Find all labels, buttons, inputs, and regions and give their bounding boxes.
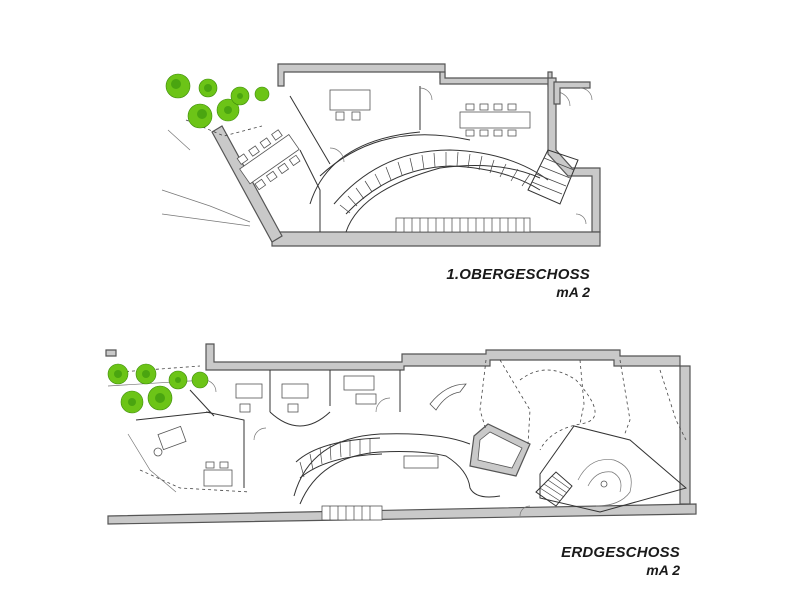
upper-plants	[165, 73, 270, 129]
tree-icon	[191, 371, 209, 389]
upper-floor-plan	[161, 63, 601, 247]
upper-top-wall-right	[439, 71, 553, 87]
upper-inner-wall	[299, 149, 321, 232]
ground-left-top	[105, 349, 117, 357]
upper-inner-wall	[289, 95, 331, 165]
upper-curved-stair	[333, 149, 549, 215]
ground-office-desks	[235, 375, 377, 413]
ground-floor-scale: mA 2	[646, 562, 680, 578]
ground-seat	[429, 383, 467, 411]
ground-lounge	[203, 461, 233, 487]
upper-floor-scale: mA 2	[556, 284, 590, 300]
ground-railing	[119, 365, 201, 373]
ground-floor-plan	[105, 343, 697, 525]
upper-conference-table	[236, 129, 301, 191]
upper-terrace-line	[161, 213, 251, 227]
ground-dashed-line	[139, 469, 251, 493]
ground-curved-stair	[295, 437, 383, 479]
ground-straight-stair	[321, 505, 383, 521]
tree-icon	[187, 103, 213, 129]
door-icon	[375, 397, 391, 413]
upper-meeting-table	[459, 103, 531, 137]
ground-lift-block	[469, 423, 531, 477]
ground-curve-wall	[269, 411, 331, 427]
ground-curve-wall	[299, 451, 501, 505]
ground-terrace-line	[107, 379, 207, 387]
ground-terrace-line	[127, 433, 177, 493]
upper-side-stair	[527, 149, 579, 205]
ground-bottom-wall	[107, 503, 697, 525]
upper-outer-wall	[277, 63, 446, 87]
ground-dashed-line	[519, 369, 596, 451]
tree-icon	[168, 370, 188, 390]
ground-plants	[107, 363, 209, 414]
upper-terrace-line	[161, 189, 251, 223]
door-icon	[519, 505, 531, 517]
ground-partition	[205, 411, 245, 488]
ground-dashed-line	[659, 369, 687, 441]
ground-terrace-line	[135, 411, 211, 421]
door-icon	[579, 87, 593, 101]
door-icon	[253, 427, 267, 441]
ground-side-stair	[535, 471, 573, 507]
upper-terrace-line	[167, 129, 191, 151]
ground-right-wall	[679, 365, 691, 505]
ground-floor-title: ERDGESCHOSS	[561, 544, 680, 561]
ground-corner-desk	[153, 425, 187, 457]
upper-bottom-wall	[271, 231, 601, 247]
ground-partition	[189, 389, 215, 417]
ground-dashed-line	[619, 359, 631, 437]
tree-icon	[147, 385, 173, 411]
ground-dashed-line	[579, 359, 585, 425]
tree-icon	[254, 86, 270, 102]
tree-icon	[165, 73, 191, 99]
tree-icon	[216, 98, 240, 122]
tree-icon	[120, 390, 144, 414]
ground-bench	[403, 455, 439, 469]
door-icon	[329, 147, 345, 163]
upper-curve-wall	[345, 165, 541, 233]
door-icon	[575, 213, 587, 225]
upper-desk	[329, 89, 371, 121]
upper-top-right-room	[553, 81, 591, 105]
tree-icon	[107, 363, 129, 385]
ground-dashed-line	[499, 359, 531, 445]
upper-left-wall	[211, 125, 283, 243]
door-icon	[419, 87, 433, 101]
ground-curve-wall	[293, 433, 471, 497]
tree-icon	[135, 363, 157, 385]
tree-icon	[198, 78, 218, 98]
ground-dashed-line	[479, 359, 487, 431]
upper-curve-wall	[309, 131, 421, 205]
ground-top-wall	[205, 343, 681, 371]
upper-floor-title: 1.OBERGESCHOSS	[446, 266, 590, 283]
ground-bar-area	[539, 425, 688, 513]
tree-icon	[230, 86, 250, 106]
upper-straight-stair	[395, 217, 531, 233]
